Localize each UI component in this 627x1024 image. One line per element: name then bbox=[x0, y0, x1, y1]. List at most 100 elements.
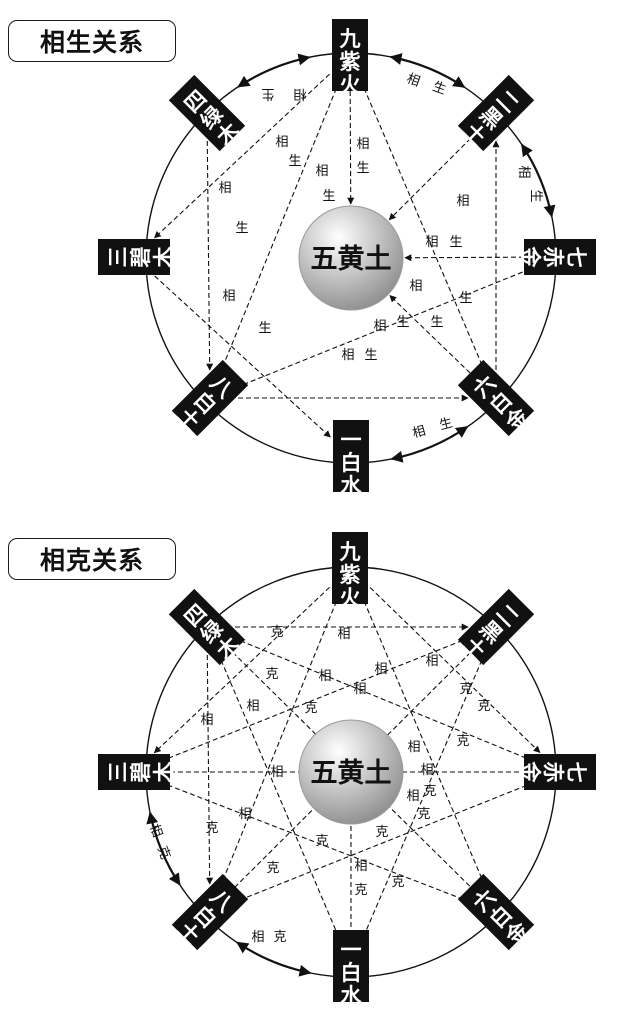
ke-star-block-qichi bbox=[524, 754, 596, 790]
sheng-relation-jiuzi-babai bbox=[219, 80, 340, 373]
sheng-arc-jiuzi-yihei bbox=[389, 53, 466, 89]
sheng-star-sanbi: 三碧木 bbox=[98, 239, 176, 275]
ke-relation-silv-babai bbox=[206, 654, 214, 885]
ke-relation-label-22: 克 bbox=[375, 825, 388, 840]
sheng-star-block-yibai bbox=[333, 420, 369, 492]
sheng-relation-label-26: 相 bbox=[341, 348, 354, 363]
sheng-relation-label-22: 生 bbox=[459, 291, 472, 306]
sheng-relation-label-2: 相 bbox=[405, 71, 422, 90]
sheng-star-qichi: 七赤金 bbox=[518, 239, 596, 275]
ke-relation-label-5: 相 bbox=[318, 669, 331, 684]
sheng-relation-label-0: 生 bbox=[261, 86, 274, 101]
sheng-relation-label-10: 相 bbox=[275, 135, 288, 150]
ke-relation-label-0: 克 bbox=[270, 625, 283, 640]
sheng-sphere-ball bbox=[298, 205, 404, 311]
ke-star-liubai: 六白金 bbox=[457, 873, 535, 951]
ke-relation-label-11: 相 bbox=[200, 713, 213, 728]
sheng-star-block-jiuzi bbox=[332, 19, 368, 91]
ke-star-label-jiuzi: 九紫火 bbox=[339, 539, 361, 610]
sheng-relation-label-11: 生 bbox=[288, 154, 301, 169]
sheng-star-babai: 八白土 bbox=[171, 359, 249, 437]
ke-relation-label-16: 克 bbox=[423, 784, 436, 799]
ke-star-qichi: 七赤金 bbox=[518, 754, 596, 790]
ke-star-block-yihei bbox=[457, 588, 535, 666]
sheng-star-block-liubai bbox=[457, 359, 535, 437]
sheng-relation-label-15: 生 bbox=[235, 221, 248, 236]
sheng-star-liubai: 六白金 bbox=[457, 359, 535, 437]
sheng-relation-babai-qichi bbox=[235, 266, 535, 389]
ke-relation-label-26: 克 bbox=[391, 875, 404, 890]
sheng-relation-label-14: 相 bbox=[218, 181, 231, 196]
ke-relation-jiuzi-liubai bbox=[360, 593, 486, 887]
ke-relation-label-21: 克 bbox=[315, 834, 328, 849]
ke-relation-yihei-babai bbox=[229, 646, 477, 893]
sheng-relation-silv-babai bbox=[206, 140, 214, 371]
sheng-star-label-sanbi: 三碧木 bbox=[105, 246, 176, 269]
sheng-relation-label-6: 相 bbox=[411, 424, 427, 442]
sheng-star-label-jiuzi: 九紫火 bbox=[339, 26, 361, 97]
ke-star-sanbi: 三碧木 bbox=[98, 754, 176, 790]
ke-relation-label-30: 克 bbox=[273, 930, 286, 945]
ke-relation-label-1: 相 bbox=[337, 627, 350, 642]
sheng-relation-label-20: 生 bbox=[449, 235, 462, 250]
ke-relation-label-25: 克 bbox=[266, 861, 279, 876]
sheng-relation-label-3: 生 bbox=[431, 79, 448, 98]
sheng-relation-label-24: 生 bbox=[396, 315, 409, 330]
ke-star-label-yibai: 一白水 bbox=[341, 937, 363, 1008]
ke-star-block-liubai bbox=[457, 873, 535, 951]
sheng-relation-label-23: 相 bbox=[373, 319, 386, 334]
ke-arc-sanbi-babai bbox=[146, 811, 181, 886]
ke-star-babai: 八白土 bbox=[171, 873, 249, 951]
sheng-relation-label-18: 相 bbox=[456, 194, 469, 209]
sheng-relation-label-7: 生 bbox=[438, 416, 454, 434]
ke-relation-label-4: 克 bbox=[265, 667, 278, 682]
sheng-center-label: 五黄土 bbox=[311, 244, 392, 275]
ke-relation-label-27: 相 bbox=[146, 822, 165, 839]
ke-center-label: 五黄土 bbox=[311, 758, 392, 789]
sheng-arc-silv-jiuzi bbox=[237, 53, 311, 88]
ke-relation-label-8: 克 bbox=[459, 682, 472, 697]
sheng-relation-qichi-center bbox=[404, 254, 533, 262]
ke-relation-label-10: 克 bbox=[304, 701, 317, 716]
ke-relation-label-15: 相 bbox=[407, 740, 420, 755]
sheng-star-jiuzi: 九紫火 bbox=[332, 19, 368, 97]
sheng-relation-jiuzi-center bbox=[347, 82, 355, 205]
sheng-relation-label-9: 生 bbox=[356, 161, 369, 176]
ke-relation-label-3: 克 bbox=[477, 699, 490, 714]
ke-star-yihei: 二黑土 bbox=[457, 588, 535, 666]
sheng-relation-liubai-center bbox=[389, 295, 477, 379]
sheng-panel-title: 相生关系 bbox=[8, 20, 176, 62]
sheng-relation-label-13: 生 bbox=[322, 189, 335, 204]
sheng-star-block-silv bbox=[168, 74, 246, 152]
ke-relation-label-9: 相 bbox=[246, 699, 259, 714]
sheng-relation-label-17: 生 bbox=[258, 321, 271, 336]
ke-relation-sanbi-liubai bbox=[159, 781, 471, 903]
ke-relation-label-7: 相 bbox=[353, 682, 366, 697]
ke-center-sphere: 五黄土 bbox=[298, 719, 404, 825]
sheng-relation-label-5: 生 bbox=[528, 189, 543, 202]
sheng-star-yibai: 一白水 bbox=[333, 420, 369, 498]
ke-relation-label-23: 相 bbox=[354, 859, 367, 874]
ke-star-block-silv bbox=[168, 588, 246, 666]
sheng-relation-yihei-center bbox=[388, 132, 477, 221]
ke-relation-label-14: 相 bbox=[420, 763, 433, 778]
sheng-star-block-babai bbox=[171, 359, 249, 437]
sheng-relation-label-12: 相 bbox=[315, 164, 328, 179]
ke-star-label-sanbi: 三碧木 bbox=[105, 761, 176, 784]
ke-relation-qichi-babai bbox=[235, 781, 535, 903]
ke-relation-label-28: 克 bbox=[154, 844, 173, 861]
ke-star-block-sanbi bbox=[98, 754, 170, 790]
ke-relation-label-20: 克 bbox=[417, 807, 430, 822]
ke-relation-yihei-yibai bbox=[361, 652, 486, 941]
ke-relation-silv-qichi bbox=[232, 637, 535, 763]
ke-relation-label-12: 克 bbox=[456, 734, 469, 749]
sheng-relation-label-21: 相 bbox=[409, 279, 422, 294]
ke-sphere-ball bbox=[298, 719, 404, 825]
ke-star-yibai: 一白水 bbox=[333, 930, 369, 1008]
sheng-relation-label-16: 相 bbox=[222, 289, 235, 304]
ke-relation-label-18: 克 bbox=[205, 821, 218, 836]
ke-relation-jiuzi-sanbi bbox=[153, 586, 331, 754]
ke-star-label-qichi: 七赤金 bbox=[518, 761, 589, 784]
ke-star-block-jiuzi bbox=[332, 532, 368, 604]
